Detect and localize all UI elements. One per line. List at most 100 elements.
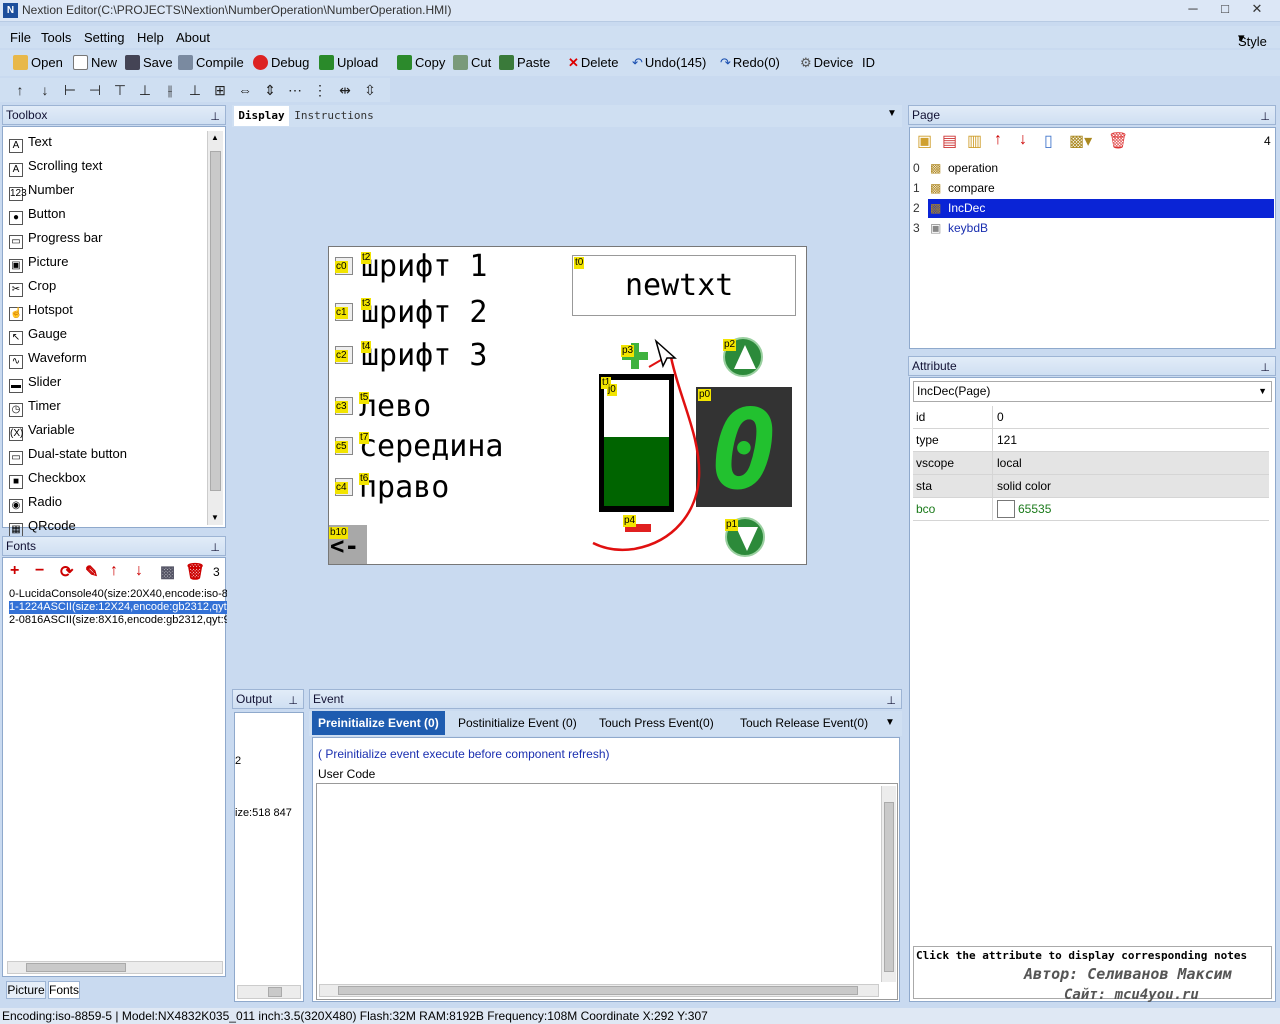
open-button[interactable]: Open [13, 53, 63, 73]
toolbox-item-gauge[interactable]: ↖Gauge [9, 324, 67, 345]
upload-button[interactable]: Upload [319, 53, 378, 73]
tab-preinitialize[interactable]: Preinitialize Event (0) [312, 711, 445, 735]
tab-picture[interactable]: Picture [6, 981, 46, 999]
toolbox-item-checkbox[interactable]: ■Checkbox [9, 468, 86, 489]
add-page-icon[interactable]: ▣ [917, 133, 933, 150]
page-down-icon[interactable]: ↓ [1019, 131, 1027, 148]
center-vertical-icon[interactable]: ⫲ [167, 82, 173, 98]
menu-help[interactable]: Help [137, 30, 164, 45]
tab-postinitialize[interactable]: Postinitialize Event (0) [458, 716, 577, 730]
same-width-icon[interactable]: ⇔ [238, 82, 252, 98]
move-up-icon[interactable]: ↑ [110, 562, 118, 579]
toolbox-item-slider[interactable]: ▬Slider [9, 372, 61, 393]
pin-icon[interactable]: ⊥ [886, 695, 896, 707]
refresh-icon[interactable]: ⟳ [60, 564, 74, 581]
font-item[interactable]: 2-0816ASCII(size:8X16,encode:gb2312,qyt:… [9, 614, 227, 626]
distribute-v-icon[interactable]: ⇳ [364, 82, 376, 98]
toolbox-scrollbar[interactable]: ▲ ▼ [207, 131, 223, 525]
move-down-icon[interactable]: ↓ [135, 562, 143, 579]
scroll-up-icon[interactable]: ▲ [211, 133, 219, 142]
compile-button[interactable]: Compile [178, 53, 244, 73]
bring-up-icon[interactable]: ↑ [16, 82, 24, 98]
trash-icon[interactable]: 🗑 [1108, 133, 1129, 150]
toolbox-item-progress-bar[interactable]: ▭Progress bar [9, 228, 102, 249]
align-bottom-icon[interactable]: ⊥ [138, 82, 152, 98]
copy-page-icon[interactable]: ▯ [1044, 133, 1053, 150]
toolbox-item-button[interactable]: ●Button [9, 204, 66, 225]
h-spacing-icon[interactable]: ⋯ [288, 82, 302, 98]
toolbox-item-variable[interactable]: (X)Variable [9, 420, 75, 441]
code-hscrollbar[interactable] [319, 984, 879, 997]
insert-page-icon[interactable]: ▥ [967, 133, 983, 150]
page-item-operation[interactable]: 0▩operation [910, 159, 1274, 178]
toolbox-item-crop[interactable]: ✂Crop [9, 276, 56, 297]
pin-icon[interactable]: ⊥ [210, 542, 220, 554]
id-button[interactable]: ID [862, 55, 875, 70]
close-button[interactable]: ✕ [1251, 1, 1263, 16]
label-t3[interactable]: шрифт 2 [361, 295, 488, 330]
tab-touch-press[interactable]: Touch Press Event(0) [599, 716, 714, 730]
code-vscrollbar[interactable] [881, 786, 896, 982]
align-top-icon[interactable]: ⊤ [113, 82, 127, 98]
toolbox-item-picture[interactable]: ▣Picture [9, 252, 68, 273]
v-spacing-icon[interactable]: ⋮ [313, 82, 327, 98]
component-select[interactable]: IncDec(Page) ▼ [913, 381, 1272, 402]
menu-tools[interactable]: Tools [41, 30, 72, 45]
menu-setting[interactable]: Setting [84, 30, 125, 45]
minus-icon[interactable] [625, 524, 651, 532]
output-hscrollbar[interactable] [237, 985, 301, 999]
tab-display[interactable]: Display [234, 106, 289, 126]
page-item-incdec[interactable]: 2▩IncDec [913, 199, 1274, 218]
j0-progress-bar[interactable] [599, 374, 674, 512]
page-item-keybdb[interactable]: 3▣keybdB [910, 219, 1274, 238]
tab-touch-release[interactable]: Touch Release Event(0) [740, 716, 869, 730]
font-item[interactable]: 0-LucidaConsole40(size:20X40,encode:iso-… [9, 588, 227, 600]
color-swatch[interactable] [997, 500, 1015, 518]
import-page-icon[interactable]: ▩▾ [1069, 133, 1093, 150]
pin-icon[interactable]: ⊥ [1260, 362, 1270, 374]
menu-about[interactable]: About [176, 30, 210, 45]
menu-file[interactable]: File [10, 30, 31, 45]
debug-button[interactable]: Debug [253, 53, 309, 73]
toolbox-item-waveform[interactable]: ∿Waveform [9, 348, 87, 369]
distribute-h-icon[interactable]: ⇹ [339, 82, 351, 98]
t0-textbox[interactable]: newtxt [572, 255, 796, 316]
toolbox-item-timer[interactable]: ◷Timer [9, 396, 61, 417]
pin-icon[interactable]: ⊥ [1260, 111, 1270, 123]
toolbox-item-qrcode[interactable]: ▦QRcode [9, 516, 76, 537]
same-size-icon[interactable]: ⊞ [214, 82, 226, 98]
new-button[interactable]: New [73, 53, 117, 73]
user-code-editor[interactable] [316, 783, 898, 1000]
undo-button[interactable]: ↶Undo(145) [632, 55, 707, 70]
fonts-hscrollbar[interactable] [7, 961, 223, 974]
maximize-button[interactable]: □ [1221, 1, 1229, 16]
pin-icon[interactable]: ⊥ [288, 695, 298, 707]
toolbox-item-radio[interactable]: ◉Radio [9, 492, 62, 513]
page-item-compare[interactable]: 1▩compare [910, 179, 1274, 198]
copy-button[interactable]: Copy [397, 53, 445, 73]
toolbox-item-number[interactable]: 123Number [9, 180, 74, 201]
tab-instructions[interactable]: Instructions [294, 109, 374, 122]
label-t2[interactable]: шрифт 1 [361, 249, 488, 284]
tabs-dropdown-icon[interactable]: ▼ [885, 717, 895, 728]
align-right-icon[interactable]: ⊣ [88, 82, 102, 98]
trash-icon[interactable]: 🗑 [185, 564, 206, 581]
redo-button[interactable]: ↷Redo(0) [720, 55, 780, 70]
tabs-dropdown-icon[interactable]: ▼ [887, 108, 897, 119]
label-t6[interactable]: право [359, 470, 450, 505]
toolbox-item-hotspot[interactable]: ☝Hotspot [9, 300, 73, 321]
same-height-icon[interactable]: ⇕ [264, 82, 276, 98]
tab-fonts[interactable]: Fonts [48, 981, 80, 999]
pin-icon[interactable]: ⊥ [210, 111, 220, 123]
font-generator-icon[interactable]: ▩ [160, 564, 176, 581]
align-left-icon[interactable]: ⊢ [63, 82, 77, 98]
label-t4[interactable]: шрифт 3 [361, 338, 488, 373]
minimize-button[interactable]: ─ [1188, 1, 1198, 16]
add-font-icon[interactable]: + [10, 562, 20, 579]
